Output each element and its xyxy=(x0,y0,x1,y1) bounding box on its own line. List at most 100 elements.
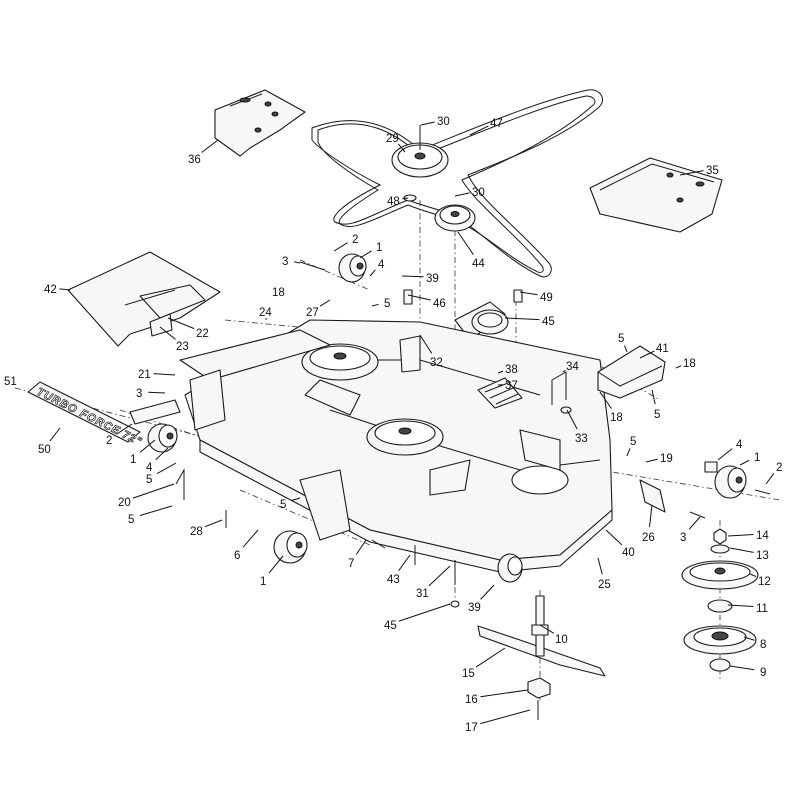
callout-number: 5 xyxy=(384,298,390,310)
callout-49: 49 xyxy=(519,291,553,304)
callout-13: 13 xyxy=(729,547,769,562)
callout-32: 32 xyxy=(419,334,443,369)
leader-line xyxy=(651,389,656,405)
callout-number: 17 xyxy=(465,722,478,734)
callout-30: 30 xyxy=(420,116,450,128)
callout-number: 3 xyxy=(680,532,686,544)
callout-number: 16 xyxy=(465,694,478,706)
callout-18: 18 xyxy=(272,287,285,299)
callout-28: 28 xyxy=(190,519,223,538)
decal-50: TURBO FORCE 72" xyxy=(27,381,144,449)
callout-10: 10 xyxy=(539,624,568,646)
leader-line xyxy=(420,121,435,126)
leader-line xyxy=(599,391,612,409)
callout-29: 29 xyxy=(386,133,406,153)
leader-line xyxy=(139,439,156,453)
callout-number: 45 xyxy=(542,316,555,328)
callout-23: 23 xyxy=(159,326,189,353)
callout-16: 16 xyxy=(465,689,529,706)
callout-number: 3 xyxy=(282,256,288,268)
grate-37 xyxy=(477,377,523,409)
callout-number: 18 xyxy=(683,358,696,370)
leader-line xyxy=(639,350,655,359)
callout-14: 14 xyxy=(727,530,769,542)
callout-18: 18 xyxy=(599,391,623,424)
callout-number: 4 xyxy=(378,259,385,271)
rod-34 xyxy=(551,371,572,414)
leader-line xyxy=(397,143,406,153)
callout-number: 3 xyxy=(136,388,142,400)
callout-number: 50 xyxy=(38,444,51,456)
callout-5: 5 xyxy=(651,389,660,421)
callout-9: 9 xyxy=(729,665,766,679)
hardware xyxy=(175,261,706,608)
callout-number: 34 xyxy=(566,361,579,373)
callout-2: 2 xyxy=(765,462,782,485)
callout-number: 32 xyxy=(430,357,443,369)
callout-15: 15 xyxy=(462,647,506,680)
callout-22: 22 xyxy=(167,317,209,340)
leader-line xyxy=(469,125,489,136)
leader-line xyxy=(679,170,704,176)
leader-line xyxy=(155,447,169,461)
callout-4: 4 xyxy=(369,259,385,277)
wheel-right xyxy=(704,461,771,499)
callout-1: 1 xyxy=(130,439,156,466)
leader-line xyxy=(688,516,701,530)
callout-number: 12 xyxy=(758,576,771,588)
discharge-deflector-42 xyxy=(67,251,221,347)
wheel-top xyxy=(338,253,367,283)
callout-5: 5 xyxy=(128,505,173,526)
leader-line xyxy=(268,555,284,574)
callout-number: 5 xyxy=(654,409,660,421)
deck-front-frame xyxy=(179,329,421,541)
leader-line xyxy=(201,139,219,153)
leader-line xyxy=(645,458,658,463)
leader-line xyxy=(480,689,529,698)
callout-39: 39 xyxy=(401,273,439,285)
callout-number: 5 xyxy=(146,474,152,486)
callout-number: 23 xyxy=(176,341,189,353)
callout-number: 30 xyxy=(472,187,485,199)
leader-line xyxy=(727,604,754,607)
leader-line xyxy=(539,624,555,634)
leader-line xyxy=(566,409,578,430)
callout-3: 3 xyxy=(282,256,301,268)
callout-number: 46 xyxy=(433,298,446,310)
wheel-front-left xyxy=(129,399,181,453)
leader-line xyxy=(626,448,631,457)
spindle-stack xyxy=(681,528,759,672)
callout-43: 43 xyxy=(387,554,411,586)
callout-11: 11 xyxy=(727,603,768,615)
leader-line xyxy=(116,423,133,435)
leader-line xyxy=(148,391,166,394)
leader-line xyxy=(765,472,775,485)
leader-line xyxy=(562,369,566,373)
callout-number: 27 xyxy=(306,307,319,319)
callout-1: 1 xyxy=(260,555,284,588)
leader-line xyxy=(319,299,331,307)
callout-number: 37 xyxy=(505,380,518,392)
callout-number: 19 xyxy=(660,453,673,465)
leader-line xyxy=(402,197,409,200)
callout-47: 47 xyxy=(469,118,503,136)
callout-number: 35 xyxy=(706,165,719,177)
leader-line xyxy=(167,317,195,330)
callout-number: 36 xyxy=(188,154,201,166)
callout-number: 1 xyxy=(130,454,136,466)
callout-3: 3 xyxy=(136,388,166,400)
callout-8: 8 xyxy=(743,636,766,651)
leader-line xyxy=(407,294,431,301)
leader-line xyxy=(454,192,470,197)
callout-number: 5 xyxy=(618,333,624,345)
leader-line xyxy=(204,519,223,528)
callout-number: 1 xyxy=(376,242,382,254)
callout-36: 36 xyxy=(188,139,219,166)
callout-number: 2 xyxy=(776,462,782,474)
callout-4: 4 xyxy=(717,439,743,461)
leader-line xyxy=(291,497,301,501)
leader-line xyxy=(369,269,376,277)
callout-5: 5 xyxy=(146,462,177,486)
leader-line xyxy=(624,345,628,353)
